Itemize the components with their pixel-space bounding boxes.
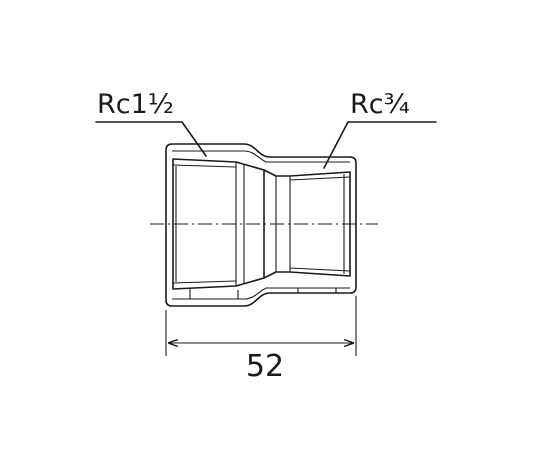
left-thread-label: Rc1½ <box>97 89 174 120</box>
leader-right <box>323 121 437 169</box>
wall-detail <box>172 150 350 300</box>
right-thread-label: Rc¾ <box>350 89 410 120</box>
leader-left <box>95 121 207 157</box>
overall-length-label: 52 <box>246 349 284 384</box>
fitting-outer-outline <box>165 143 357 307</box>
dimension-line <box>165 296 357 356</box>
